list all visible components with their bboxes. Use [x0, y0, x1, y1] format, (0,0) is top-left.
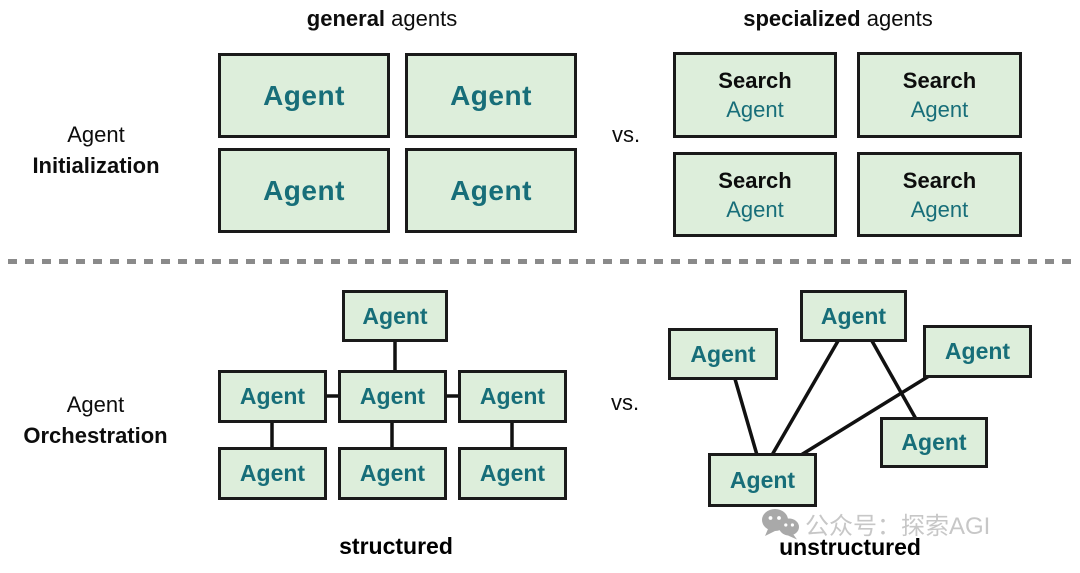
unstructured-edge-right-bottom [800, 374, 930, 457]
initialization-row-label: Agent Initialization [10, 119, 182, 181]
general-agent-box: Agent [218, 148, 390, 233]
unstructured-node-right: Agent [923, 325, 1032, 378]
agent-box-label: Agent [450, 174, 532, 206]
structured-node-mid-right: Agent [458, 370, 567, 423]
unstructured-node-mid-right: Agent [880, 417, 988, 468]
specialized-agents-title: specialized agents [743, 6, 933, 31]
agent-node-label: Agent [239, 383, 306, 409]
vs-label-initialization: vs. [612, 122, 641, 147]
agent-box-label: Agent [450, 79, 532, 111]
general-agent-box: Agent [405, 148, 577, 233]
search-agent-title: Search [718, 167, 792, 193]
search-agent-subtitle: Agent [726, 196, 784, 222]
unstructured-edge-left-bottom [733, 378, 759, 456]
specialized-agent-box: Search Agent [857, 152, 1022, 237]
specialized-agent-box: Search Agent [673, 152, 837, 237]
orchestration-row-label: Agent Orchestration [8, 389, 183, 451]
general-agent-box: Agent [405, 53, 577, 138]
structured-node-mid-left: Agent [218, 370, 327, 423]
unstructured-caption: unstructured [779, 534, 921, 560]
structured-node-mid-center: Agent [338, 370, 447, 423]
unstructured-node-left: Agent [668, 328, 778, 380]
agent-node-label: Agent [901, 429, 967, 455]
structured-node-bottom-left: Agent [218, 447, 327, 500]
agent-node-label: Agent [359, 460, 426, 486]
search-agent-subtitle: Agent [726, 97, 784, 122]
structured-caption: structured [339, 533, 453, 559]
search-agent-title: Search [902, 167, 977, 193]
initialization-label-line2: Initialization [32, 153, 160, 178]
agent-node-label: Agent [479, 460, 546, 486]
agent-node-label: Agent [239, 460, 306, 486]
agent-node-label: Agent [362, 302, 428, 329]
unstructured-edge-top-midright [870, 340, 918, 420]
agent-node-label: Agent [690, 340, 756, 367]
unstructured-node-bottom: Agent [708, 453, 817, 507]
unstructured-node-top: Agent [800, 290, 907, 342]
watermark-text: 公众号：探索AGI [805, 513, 991, 540]
initialization-label-line1: Agent [67, 122, 125, 147]
agent-node-label: Agent [479, 383, 546, 409]
agent-node-label: Agent [820, 302, 887, 329]
wechat-icon [762, 508, 799, 539]
agent-node-label: Agent [944, 338, 1011, 364]
unstructured-edge-top-bottom [770, 340, 840, 456]
agent-box-label: Agent [263, 79, 345, 111]
structured-node-root: Agent [342, 290, 448, 342]
agent-node-label: Agent [729, 466, 796, 493]
specialized-agent-box: Search Agent [673, 52, 837, 138]
search-agent-subtitle: Agent [910, 97, 969, 122]
watermark: 公众号：探索AGI [760, 506, 990, 541]
structured-node-bottom-right: Agent [458, 447, 567, 500]
orchestration-label-line2: Orchestration [23, 423, 168, 448]
agent-box-label: Agent [263, 174, 345, 206]
search-agent-title: Search [902, 68, 977, 93]
agent-node-label: Agent [359, 383, 426, 409]
general-agent-box: Agent [218, 53, 390, 138]
section-divider [8, 259, 1072, 264]
structured-node-bottom-center: Agent [338, 447, 447, 500]
search-agent-subtitle: Agent [910, 196, 969, 222]
vs-label-orchestration: vs. [611, 390, 640, 415]
search-agent-title: Search [718, 68, 792, 93]
specialized-agent-box: Search Agent [857, 52, 1022, 138]
orchestration-label-line1: Agent [66, 392, 125, 417]
general-agents-title: general agents [306, 6, 458, 31]
